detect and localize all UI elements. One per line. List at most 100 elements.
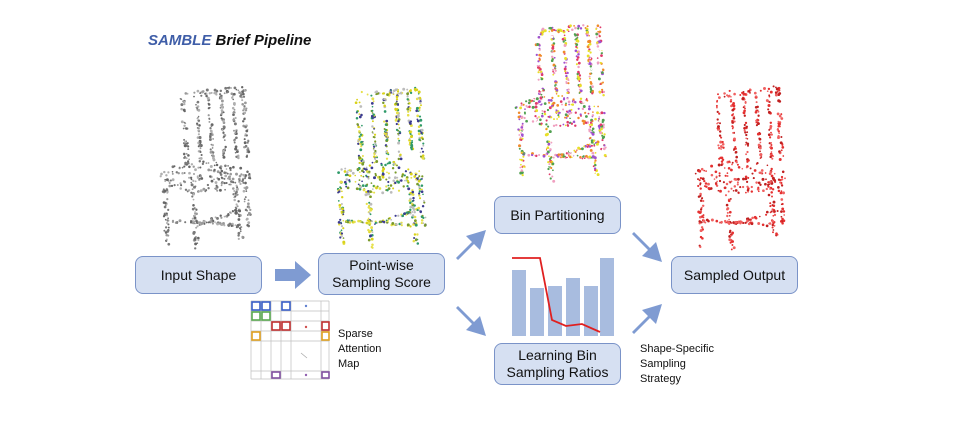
point [369, 195, 372, 199]
point [717, 146, 721, 150]
point [392, 179, 395, 183]
point [753, 91, 757, 95]
point [551, 47, 555, 50]
point [237, 234, 240, 237]
point [397, 137, 400, 140]
point [339, 208, 342, 211]
point [532, 98, 535, 101]
point [698, 220, 701, 223]
point [772, 214, 775, 217]
point [771, 154, 774, 157]
point [747, 222, 751, 226]
point [719, 189, 722, 193]
point [212, 138, 214, 140]
point [542, 154, 546, 158]
attention-note-line: Map [338, 358, 360, 370]
point [573, 156, 576, 159]
point [572, 98, 575, 101]
point [383, 130, 386, 133]
point [409, 120, 413, 123]
output-chair-pointcloud [694, 85, 786, 251]
point [590, 144, 593, 147]
point [557, 115, 560, 118]
point [559, 155, 562, 158]
point [720, 220, 723, 224]
point [191, 207, 195, 211]
point [380, 163, 383, 167]
point [518, 118, 521, 121]
point [407, 102, 410, 105]
point [765, 210, 769, 214]
point [395, 223, 398, 226]
point [597, 77, 601, 81]
point [410, 135, 413, 139]
point [702, 214, 705, 217]
point [760, 156, 763, 158]
point [394, 88, 398, 91]
point [225, 181, 228, 185]
point [770, 131, 772, 134]
point [392, 162, 396, 165]
point [358, 130, 361, 133]
point [553, 71, 556, 75]
point [537, 100, 541, 104]
point [413, 88, 417, 91]
point [373, 161, 376, 164]
point [421, 175, 424, 178]
point [407, 168, 410, 171]
point [732, 221, 736, 224]
point [372, 117, 374, 120]
point [699, 235, 703, 239]
point [553, 118, 555, 121]
point [749, 88, 751, 91]
point [196, 107, 199, 110]
point [540, 122, 543, 125]
point [418, 115, 422, 118]
point [576, 39, 580, 43]
point [222, 135, 226, 138]
point [601, 120, 604, 124]
point [780, 215, 783, 218]
point [769, 90, 773, 94]
point [186, 190, 189, 193]
point [240, 173, 243, 176]
point [359, 185, 362, 189]
point [759, 141, 762, 144]
point [373, 133, 377, 136]
point [164, 226, 168, 229]
point [199, 156, 203, 160]
point [589, 53, 592, 56]
point [398, 139, 401, 142]
point [565, 152, 569, 155]
point [717, 121, 719, 124]
point [232, 165, 235, 169]
point [767, 110, 771, 114]
point [540, 93, 543, 96]
point [422, 144, 425, 147]
point [397, 132, 400, 135]
point [749, 92, 751, 94]
point [782, 155, 785, 157]
point [421, 138, 424, 141]
point [720, 145, 723, 148]
point [699, 183, 702, 186]
point [776, 128, 779, 131]
point [402, 185, 405, 188]
point [342, 240, 346, 244]
point [582, 99, 586, 103]
point [727, 190, 730, 193]
point [229, 211, 232, 214]
point [588, 62, 592, 66]
point [415, 178, 418, 181]
point [718, 96, 721, 99]
point [219, 104, 222, 107]
point [535, 97, 539, 101]
point [573, 33, 577, 36]
point [704, 221, 707, 224]
point [374, 221, 377, 224]
point [397, 123, 400, 126]
point [699, 215, 702, 219]
point [239, 182, 242, 186]
point [562, 98, 566, 101]
point [202, 160, 205, 163]
